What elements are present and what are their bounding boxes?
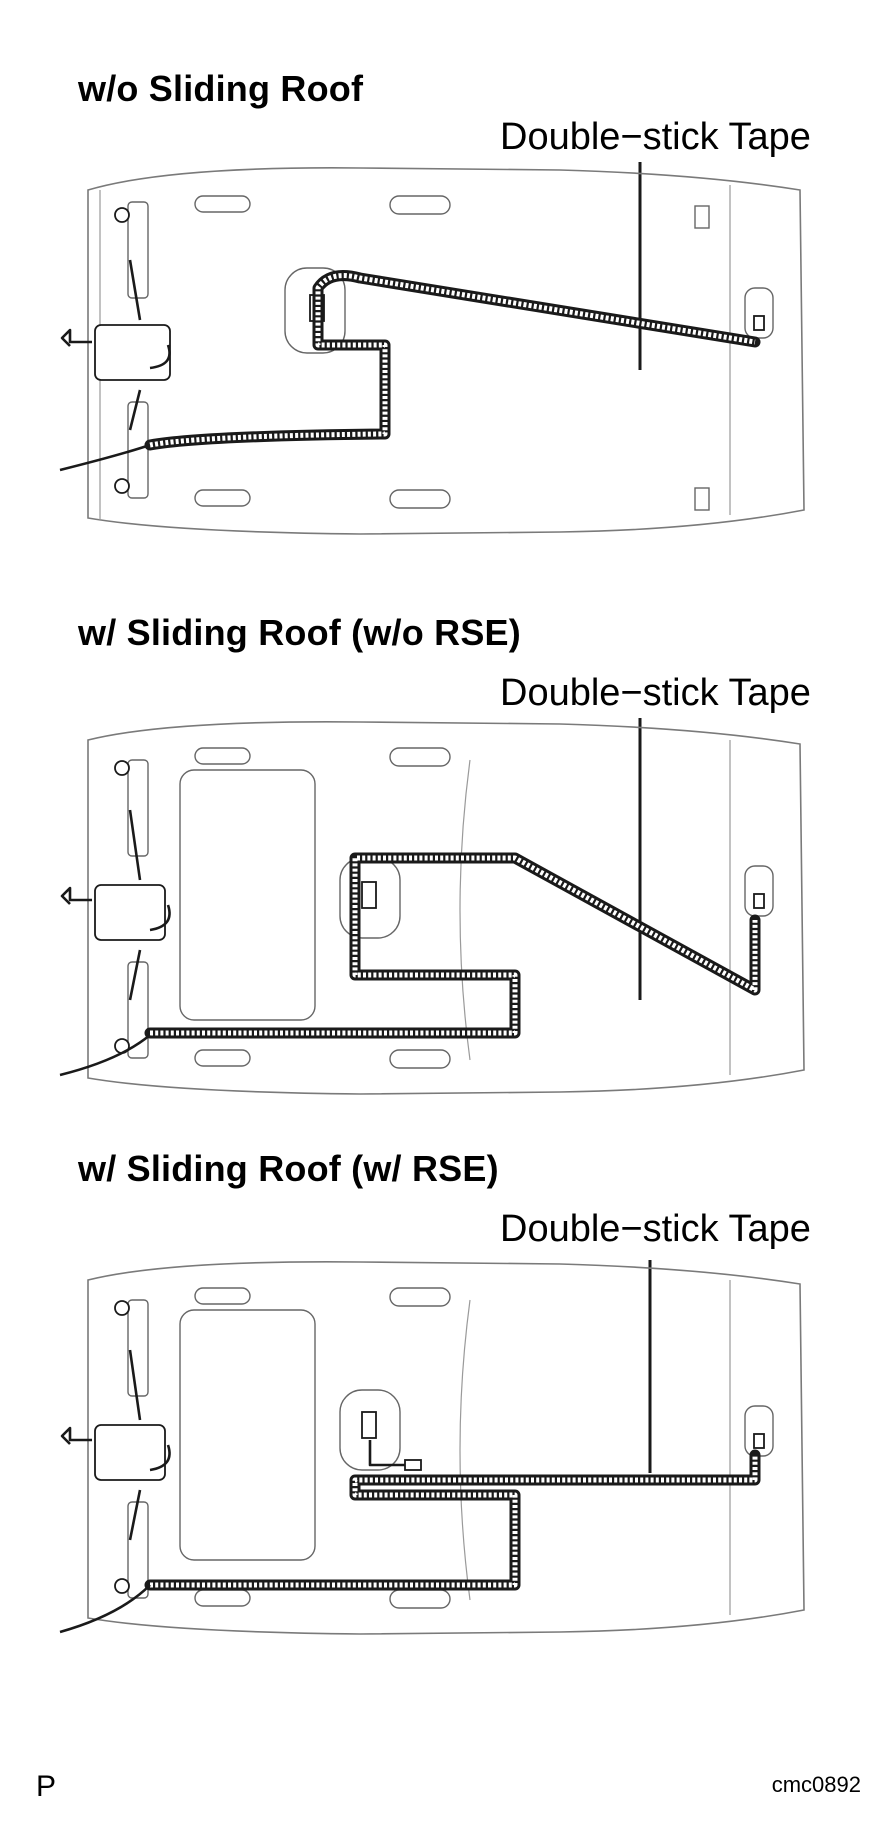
rear-lamp bbox=[753, 1433, 765, 1449]
room-lamp bbox=[361, 881, 377, 909]
rear-lamp bbox=[753, 893, 765, 909]
rear-lamp-housing bbox=[744, 287, 774, 339]
roof-diagram-no-sliding-roof bbox=[59, 162, 805, 535]
overhead-console bbox=[94, 884, 166, 941]
overhead-console bbox=[94, 1424, 166, 1481]
wire-harness bbox=[144, 270, 761, 451]
roof-diagram-sliding-roof-no-rse bbox=[59, 718, 805, 1095]
lead-wire bbox=[59, 1034, 151, 1077]
grab-handle-bottom-left bbox=[194, 489, 251, 507]
section-title-sliding-roof-with-rse: w/ Sliding Roof (w/ RSE) bbox=[78, 1148, 499, 1189]
rse-connector bbox=[404, 1459, 422, 1471]
sun-visor-left bbox=[127, 201, 149, 299]
callout-double-stick-tape-2: Double−stick Tape bbox=[500, 672, 811, 714]
sunroof-opening bbox=[179, 769, 316, 1021]
grab-handle-top-left bbox=[194, 195, 251, 213]
room-lamp bbox=[361, 1411, 377, 1439]
roof-diagram-sliding-roof-with-rse bbox=[59, 1260, 805, 1635]
roof-outline bbox=[87, 167, 805, 535]
rear-lamp-housing bbox=[744, 865, 774, 917]
grab-handle-top-mid bbox=[389, 195, 451, 215]
lead-wire bbox=[59, 443, 151, 472]
sunroof-opening bbox=[179, 1309, 316, 1561]
grab-handle-bottom-mid bbox=[389, 489, 451, 509]
callout-double-stick-tape-1: Double−stick Tape bbox=[500, 116, 811, 158]
rear-lamp bbox=[753, 315, 765, 331]
section-title-sliding-roof-no-rse: w/ Sliding Roof (w/o RSE) bbox=[78, 612, 521, 653]
footer-code-left: P bbox=[36, 1770, 57, 1803]
callout-double-stick-tape-3: Double−stick Tape bbox=[500, 1208, 811, 1250]
lead-wire bbox=[59, 1584, 151, 1634]
footer-code-right: cmc0892 bbox=[771, 1772, 861, 1797]
section-title-no-sliding-roof: w/o Sliding Roof bbox=[78, 68, 364, 109]
overhead-console bbox=[94, 324, 171, 381]
